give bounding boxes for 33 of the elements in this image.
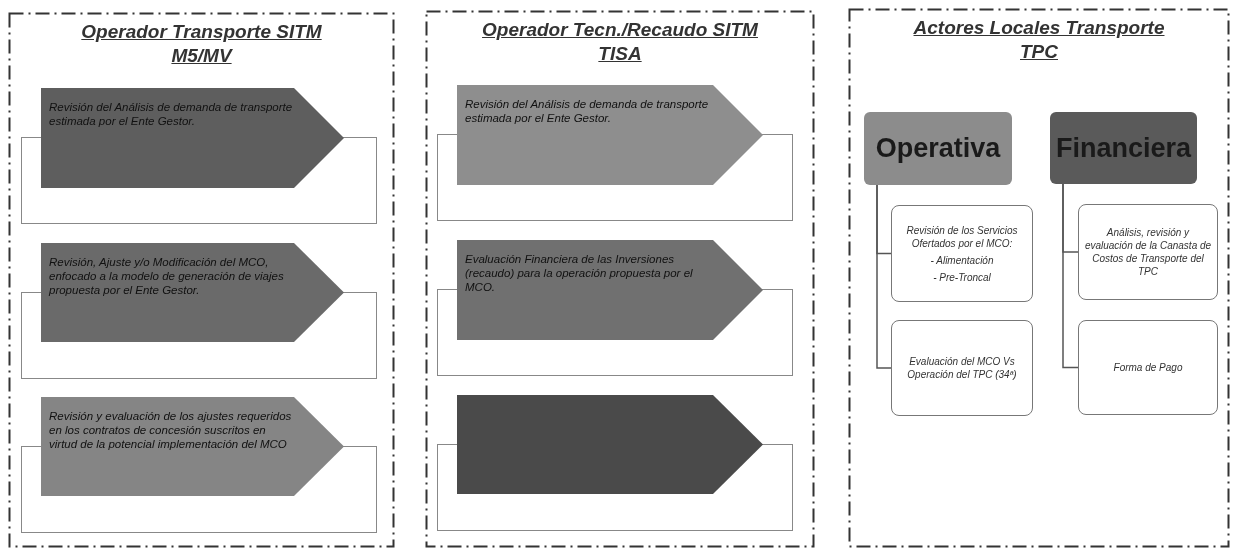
- connector-line: [876, 184, 892, 369]
- node-text: Actores Locales Transporte TPC: [912, 16, 1166, 64]
- node-text: Revisión y evaluación de los ajustes requeridos en los contratos de concesión suscritos en virtud de la potencial implementación del MCO: [49, 409, 293, 451]
- chevron-arrow-box: [457, 240, 763, 340]
- node-text: Revisión de los Servicios Ofertados por el MCO:: [905, 223, 1019, 250]
- task-card: [891, 320, 1033, 416]
- task-card: [891, 205, 1033, 302]
- node-text: Revisión del Análisis de demanda de transporte estimada por el Ente Gestor.: [49, 100, 294, 128]
- task-card: [1078, 204, 1218, 300]
- dashed-panel: [8, 12, 395, 548]
- node-text: Análisis, revisión y evaluación de la Canasta de Costos de Transporte del TPC: [1083, 226, 1213, 278]
- chevron-arrow-box: [41, 397, 344, 496]
- chevron-arrow-box: [41, 243, 344, 342]
- category-header: [864, 112, 1012, 185]
- node-text: Revisión del Análisis de demanda de transporte estimada por el Ente Gestor.: [465, 97, 710, 125]
- chevron-arrow-box: [41, 88, 344, 188]
- chevron-arrow-box: [457, 85, 763, 185]
- node-text: Operador Tecn./Recaudo SITM TISA: [481, 18, 759, 66]
- node-text: Evaluación del MCO Vs Operación del TPC (34ª): [906, 355, 1018, 381]
- node-text: Operador Transporte SITM M5/MV: [80, 20, 323, 68]
- node-text: - Alimentación: [930, 253, 994, 267]
- category-header: [1050, 112, 1197, 184]
- connector-line: [1062, 183, 1079, 369]
- node-text: Evaluación Financiera de las Inversiones (recaudo) para la operación propuesta por el MCO.: [465, 252, 694, 294]
- dashed-panel: [848, 8, 1230, 548]
- dashed-panel: [425, 10, 815, 548]
- node-text: Forma de Pago: [1113, 361, 1183, 374]
- chevron-arrow-box: [457, 395, 763, 494]
- node-text: Operativa: [875, 132, 1001, 166]
- node-text: Financiera: [1055, 131, 1192, 165]
- task-card: [1078, 320, 1218, 415]
- node-text: Revisión, Ajuste y/o Modificación del MCO, enfocado a la modelo de generación de viajes propuesta por el Ente Gestor.: [49, 255, 285, 297]
- node-text: - Pre-Troncal: [933, 270, 991, 284]
